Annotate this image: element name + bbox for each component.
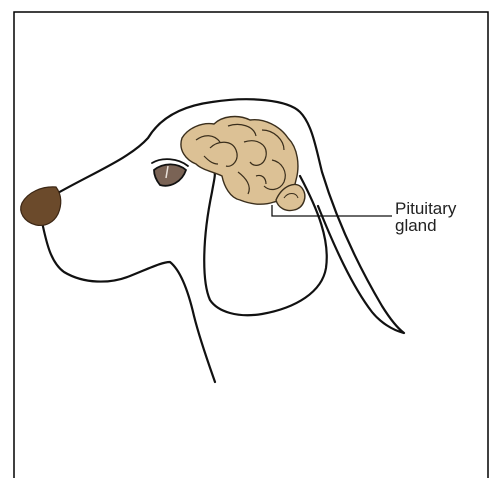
nose-icon <box>21 187 61 226</box>
pituitary-label-line2: gland <box>395 216 437 235</box>
brain-icon <box>181 117 298 205</box>
frame-border <box>14 12 488 478</box>
jaw-outline <box>42 222 215 382</box>
eye-icon <box>152 159 188 186</box>
